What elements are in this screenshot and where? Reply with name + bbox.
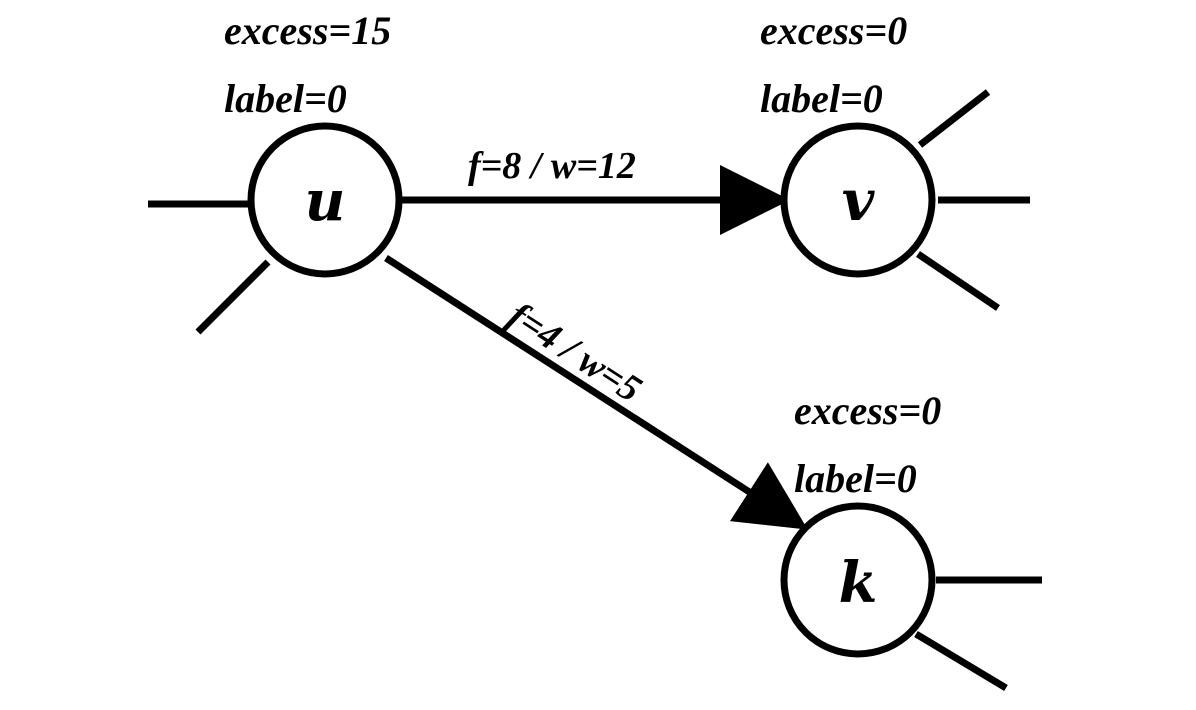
node-k-excess: excess=0 [794,388,941,433]
node-k-name: k [839,550,878,616]
node-v-circle [780,122,936,278]
edge-label-u-k: f=4 / w=5 [501,294,649,410]
stub-edge-v-lower-right [916,251,1000,311]
stub-edge-k-lower-right [914,630,1008,692]
node-v-name: v [842,168,876,234]
stub-edge-u-lower-left [195,259,271,335]
edge-u-k [384,255,808,530]
node-u: u [247,122,403,278]
node-k: k [780,502,936,658]
node-k-label: label=0 [794,456,917,501]
node-v-label: label=0 [760,76,883,121]
node-u-circle [247,122,403,278]
node-u-label: label=0 [224,76,347,121]
node-u-name: u [305,168,346,234]
edge-label-u-v: f=8 / w=12 [468,145,636,187]
node-v: v [780,122,936,278]
stub-edge-v-upper-right [917,89,991,148]
node-u-excess: excess=15 [224,8,391,53]
node-v-excess: excess=0 [760,8,907,53]
node-k-circle [780,502,936,658]
